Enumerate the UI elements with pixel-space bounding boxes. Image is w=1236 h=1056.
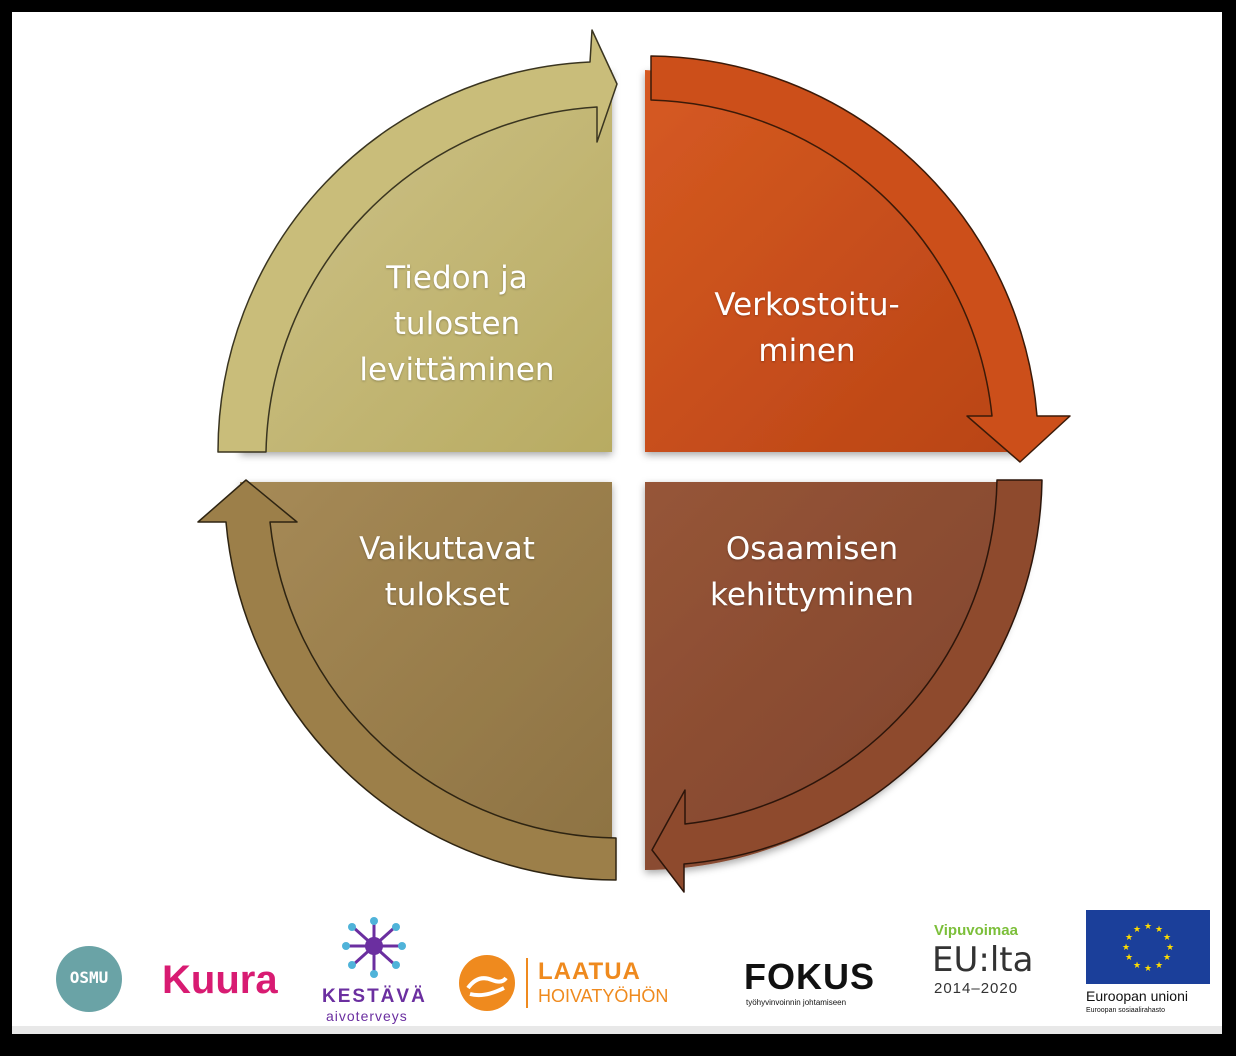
eu-sub: Euroopan sosiaalirahasto — [1086, 1007, 1165, 1014]
kestava-network-icon — [342, 917, 406, 978]
vipuvoimaa-main: EU:lta — [932, 940, 1034, 980]
svg-text:★: ★ — [1133, 961, 1141, 971]
eu-logo: ★★★ ★★★ ★★★ ★★★ Euroopan unioni Euroopan… — [1086, 910, 1216, 1030]
label-bottom-left: Vaikuttavat tulokset — [359, 531, 535, 613]
fokus-sub: työhyvinvoinnin johtamiseen — [746, 998, 847, 1007]
arrow-bottom-right — [651, 479, 1043, 893]
eu-flag-icon: ★★★ ★★★ ★★★ ★★★ — [1086, 910, 1210, 984]
svg-text:★: ★ — [1122, 943, 1130, 953]
svg-text:★: ★ — [1125, 933, 1133, 943]
svg-text:★: ★ — [1144, 922, 1152, 932]
bottom-rule — [12, 1026, 1222, 1034]
laatua-name: LAATUA — [538, 958, 641, 985]
kestava-sub: aivoterveys — [326, 1008, 408, 1024]
label-bottom-right: Osaamisen kehittyminen — [709, 531, 914, 613]
quadrant-top-left — [240, 70, 612, 452]
cycle-diagram — [197, 29, 1071, 893]
laatua-sub: HOIVATYÖHÖN — [538, 986, 669, 1006]
arrow-top-left — [217, 29, 618, 453]
fokus-logo: FOKUS työhyvinvoinnin johtamiseen — [742, 956, 882, 1012]
svg-text:★: ★ — [1144, 964, 1152, 974]
svg-text:★: ★ — [1155, 961, 1163, 971]
label-top-right: Verkostoitu- minen — [714, 287, 900, 369]
svg-text:★: ★ — [1166, 943, 1174, 953]
quadrant-bottom-right — [645, 482, 1037, 870]
vipuvoimaa-title: Vipuvoimaa — [934, 922, 1018, 939]
slide-frame: Tiedon ja tulosten levittäminen Verkosto… — [12, 12, 1222, 1034]
label-top-left: Tiedon ja tulosten levittäminen — [359, 260, 555, 388]
svg-text:★: ★ — [1163, 953, 1171, 963]
arrow-top-right — [650, 55, 1071, 463]
kuura-logo: Kuura — [162, 958, 278, 1002]
quadrant-top-right — [645, 70, 1022, 452]
eu-name: Euroopan unioni — [1086, 988, 1188, 1004]
laatua-hands-icon — [459, 955, 515, 1011]
quadrant-bottom-left — [240, 482, 612, 870]
vipuvoimaa-years: 2014–2020 — [934, 980, 1019, 997]
osmu-logo-text: OSMU — [69, 968, 109, 987]
laatua-divider — [526, 958, 528, 1008]
laatua-logo: LAATUA HOIVATYÖHÖN — [458, 954, 708, 1014]
svg-text:★: ★ — [1155, 925, 1163, 935]
vipuvoimaa-logo: Vipuvoimaa EU:lta 2014–2020 — [932, 920, 1062, 1010]
kestava-logo: KESTÄVÄ aivoterveys — [318, 916, 438, 1026]
osmu-logo: OSMU — [56, 946, 122, 1012]
kestava-name: KESTÄVÄ — [322, 986, 427, 1007]
svg-text:★: ★ — [1133, 925, 1141, 935]
fokus-name: FOKUS — [744, 956, 875, 997]
svg-text:★: ★ — [1163, 933, 1171, 943]
svg-text:★: ★ — [1125, 953, 1133, 963]
arrow-bottom-left — [197, 479, 617, 881]
